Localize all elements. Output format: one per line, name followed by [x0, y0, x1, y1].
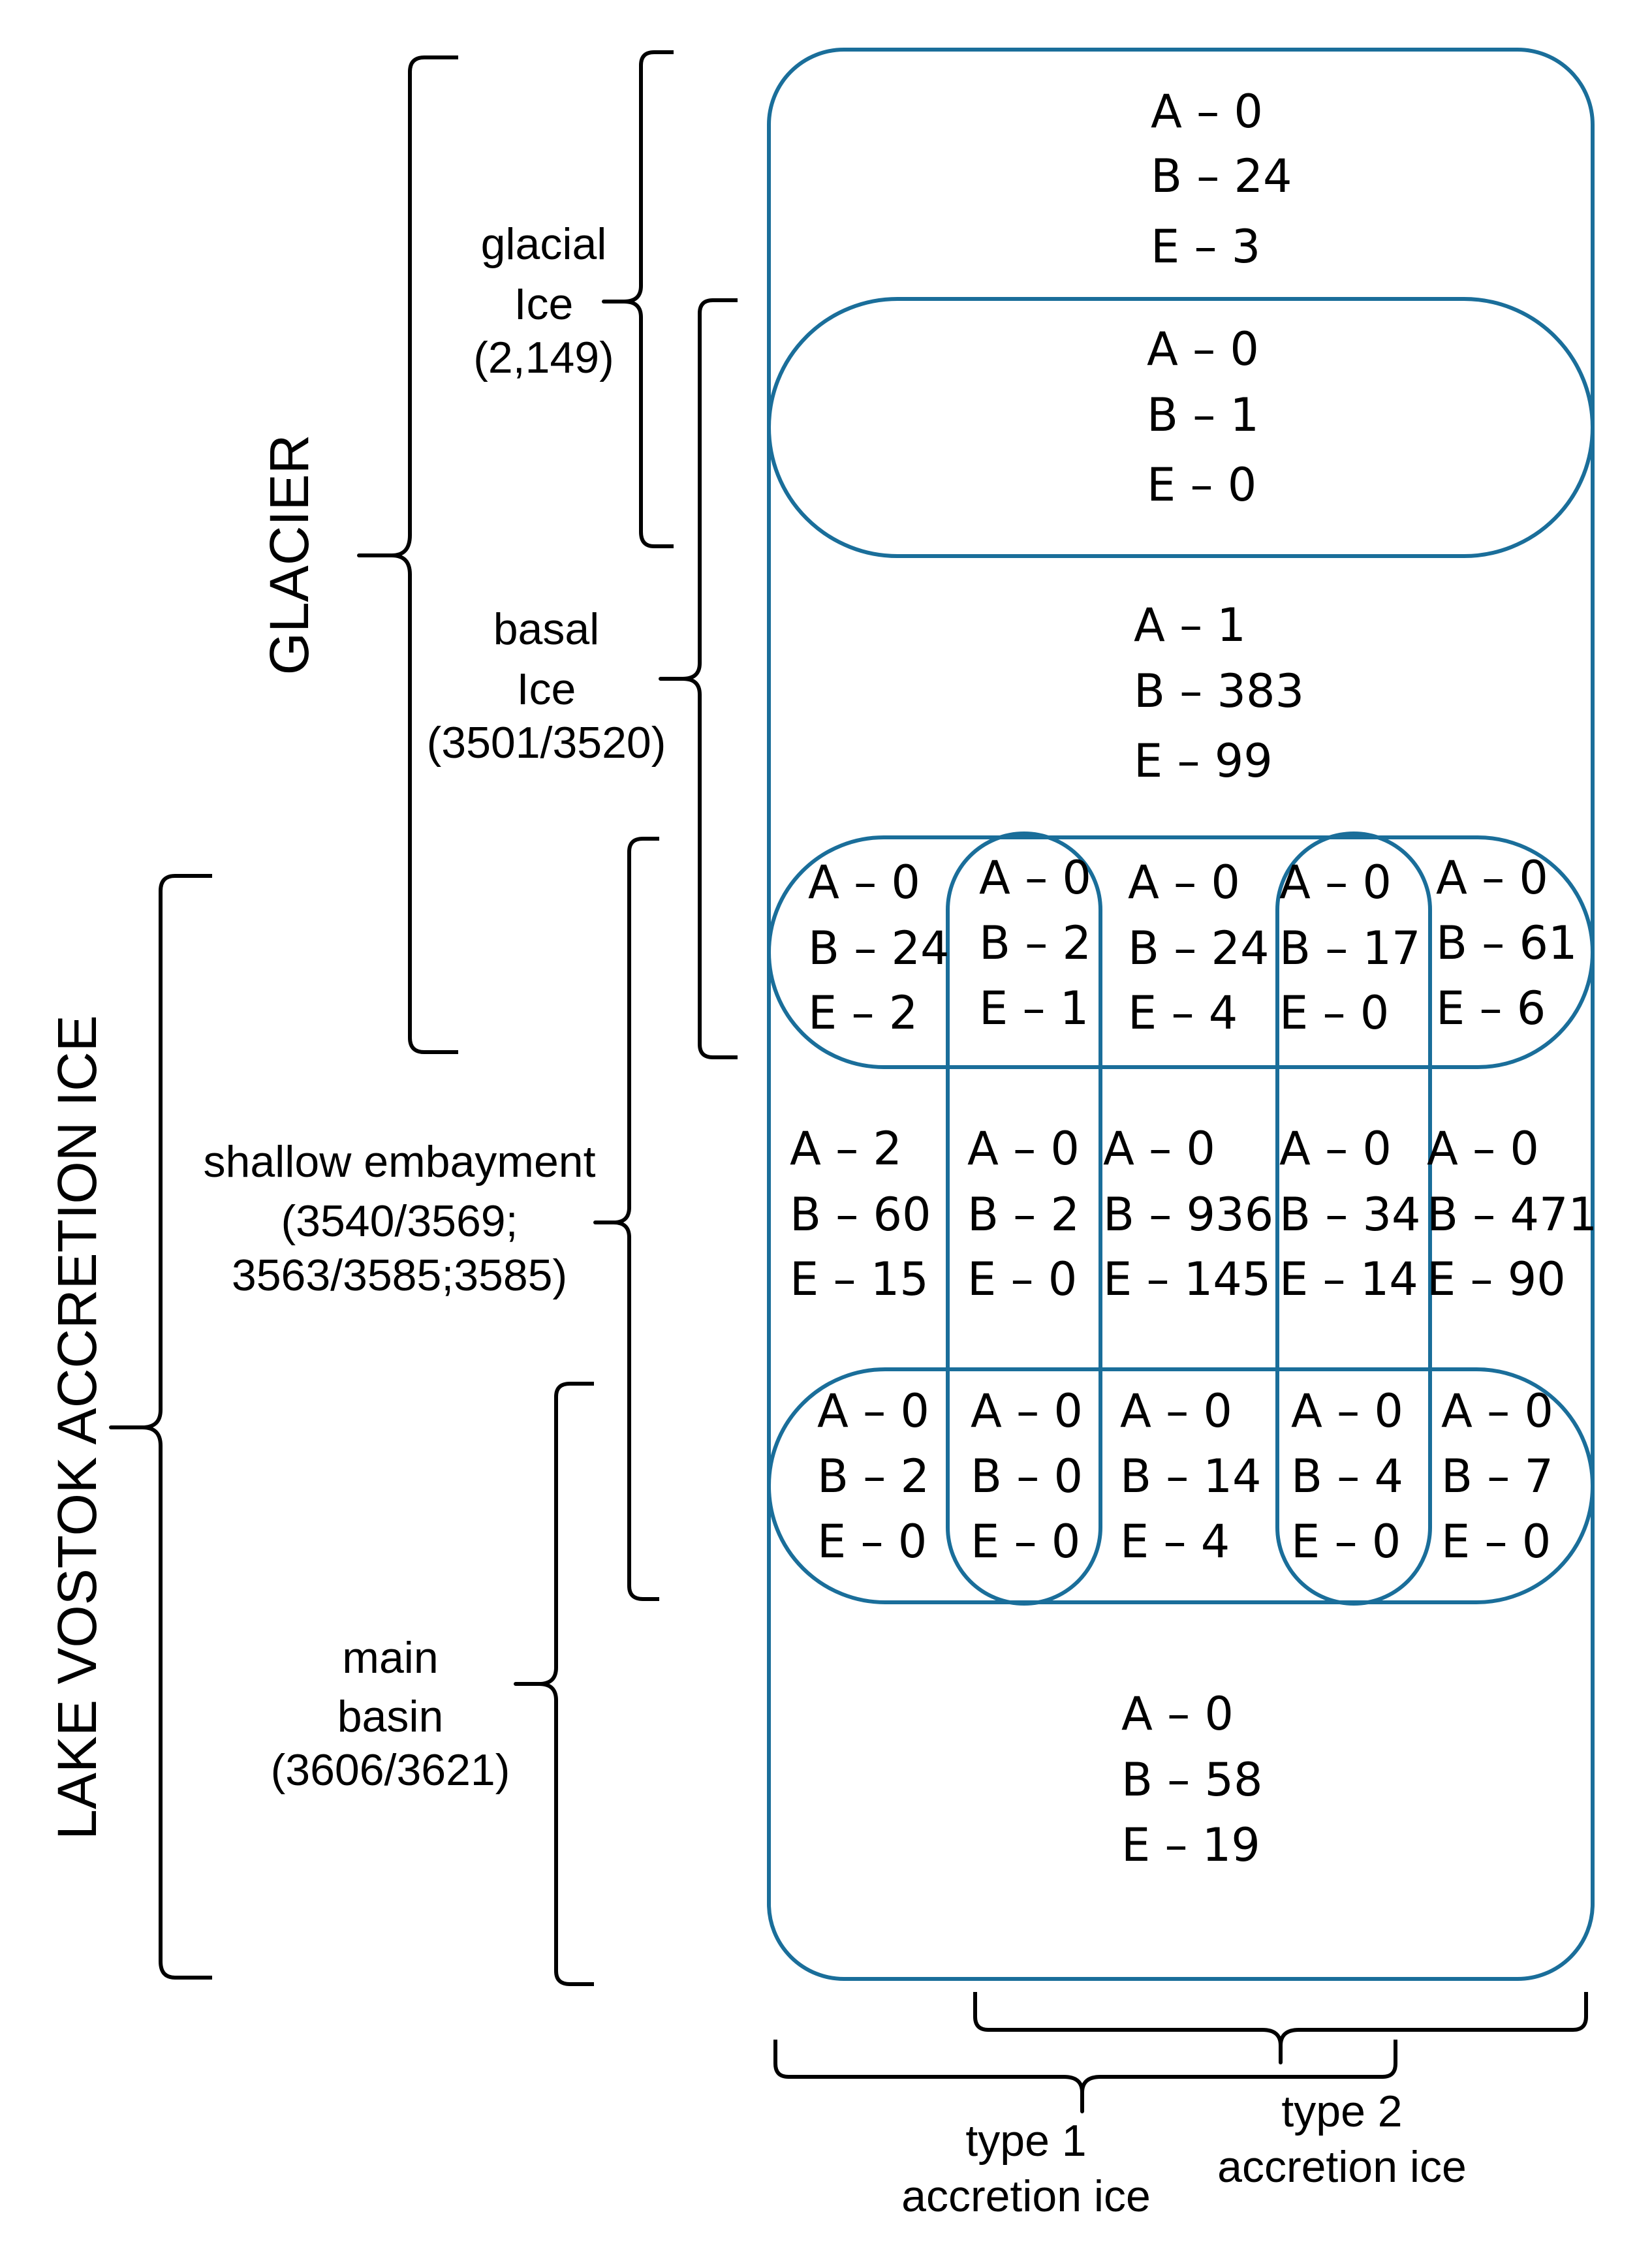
region-shallow-basal-band — [767, 835, 1595, 1069]
glacial-basal-count-e: E – 0 — [1147, 458, 1257, 512]
shallow-only-c5-b: B – 471 — [1427, 1188, 1598, 1241]
glacial-only-count-b: B – 24 — [1151, 149, 1292, 203]
basal-shallow-c2-b: B – 2 — [979, 916, 1092, 970]
glacier-label: GLACIER — [258, 434, 320, 676]
basal-only-count-e: E – 99 — [1134, 734, 1273, 788]
shallow-main-c3-b: B – 14 — [1120, 1450, 1262, 1503]
region-glacial-ice-boundary — [767, 297, 1595, 558]
shallow-only-c2-a: A – 0 — [967, 1122, 1080, 1175]
shallow-only-c1-a: A – 2 — [790, 1122, 902, 1175]
glacial-basal-count-b: B – 1 — [1147, 388, 1260, 442]
basal-shallow-c4-a: A – 0 — [1279, 856, 1392, 909]
glacial-ice-label-line3: (2,149) — [473, 333, 614, 382]
shallow-embayment-label-line3: 3563/3585;3585) — [231, 1251, 568, 1300]
main-only-count-e: E – 19 — [1121, 1818, 1260, 1872]
basal-shallow-c5-b: B – 61 — [1436, 916, 1578, 970]
glacial-only-count-a: A – 0 — [1151, 85, 1263, 138]
shallow-only-c4-b: B – 34 — [1279, 1188, 1421, 1241]
shallow-only-c4-a: A – 0 — [1279, 1122, 1392, 1175]
shallow-main-c5-b: B – 7 — [1441, 1450, 1554, 1503]
shallow-only-c1-b: B – 60 — [790, 1188, 931, 1241]
basal-ice-label-line3: (3501/3520) — [426, 718, 666, 768]
basal-shallow-c1-e: E – 2 — [808, 986, 918, 1040]
shallow-main-c4-a: A – 0 — [1291, 1384, 1403, 1438]
basal-shallow-c4-e: E – 0 — [1279, 986, 1390, 1040]
basal-shallow-c1-a: A – 0 — [808, 856, 920, 909]
shallow-only-c3-e: E – 145 — [1103, 1252, 1271, 1306]
shallow-main-c1-a: A – 0 — [817, 1384, 929, 1438]
main-only-count-a: A – 0 — [1121, 1687, 1234, 1741]
basal-ice-bracket — [659, 298, 738, 1059]
region-outer-boundary — [767, 48, 1595, 1981]
type2-bracket — [973, 1992, 1588, 2064]
basal-shallow-c5-e: E – 6 — [1436, 982, 1546, 1035]
shallow-main-c2-a: A – 0 — [971, 1384, 1083, 1438]
lake-vostok-bracket — [109, 874, 212, 1980]
basal-ice-label-line1: basal — [493, 604, 600, 654]
main-only-count-b: B – 58 — [1121, 1753, 1263, 1807]
basal-only-count-a: A – 1 — [1134, 599, 1246, 652]
glacial-ice-label-line1: glacial — [480, 219, 607, 269]
basal-shallow-c2-a: A – 0 — [979, 851, 1091, 905]
glacial-ice-bracket — [602, 50, 674, 548]
main-basin-bracket — [514, 1382, 594, 1986]
type1-bracket — [773, 2040, 1397, 2113]
main-basin-label-line2: basin — [337, 1692, 444, 1741]
basal-ice-label-line2: Ice — [516, 664, 576, 714]
glacial-only-count-e: E – 3 — [1151, 220, 1261, 273]
type1-label-line2: accretion ice — [901, 2171, 1151, 2221]
main-basin-label-line1: main — [342, 1633, 439, 1683]
shallow-only-c1-e: E – 15 — [790, 1252, 929, 1306]
shallow-only-c2-e: E – 0 — [967, 1252, 1078, 1306]
basal-shallow-c3-e: E – 4 — [1128, 986, 1238, 1040]
glacial-ice-label-line2: Ice — [514, 279, 574, 329]
basal-shallow-c3-b: B – 24 — [1128, 922, 1270, 975]
shallow-only-c2-b: B – 2 — [967, 1188, 1080, 1241]
type1-label-line1: type 1 — [965, 2116, 1087, 2166]
basal-shallow-c2-e: E – 1 — [979, 982, 1089, 1035]
basal-shallow-c1-b: B – 24 — [808, 922, 950, 975]
shallow-main-c5-e: E – 0 — [1441, 1515, 1551, 1568]
shallow-main-c4-b: B – 4 — [1291, 1450, 1404, 1503]
shallow-main-c3-e: E – 4 — [1120, 1515, 1230, 1568]
shallow-only-c5-a: A – 0 — [1427, 1122, 1539, 1175]
shallow-main-c4-e: E – 0 — [1291, 1515, 1401, 1568]
region-type2-column-right — [1275, 832, 1432, 1606]
shallow-only-c4-e: E – 14 — [1279, 1252, 1418, 1306]
basal-only-count-b: B – 383 — [1134, 664, 1305, 718]
shallow-main-c2-e: E – 0 — [971, 1515, 1081, 1568]
main-basin-label-line3: (3606/3621) — [270, 1745, 510, 1795]
shallow-only-c5-e: E – 90 — [1427, 1252, 1566, 1306]
lake-vostok-label: LAKE VOSTOK ACCRETION ICE — [46, 1015, 108, 1840]
shallow-only-c3-a: A – 0 — [1103, 1122, 1215, 1175]
shallow-main-c3-a: A – 0 — [1120, 1384, 1232, 1438]
shallow-main-c2-b: B – 0 — [971, 1450, 1083, 1503]
region-type1-column-left — [946, 832, 1102, 1606]
basal-shallow-c3-a: A – 0 — [1128, 856, 1240, 909]
shallow-main-c5-a: A – 0 — [1441, 1384, 1553, 1438]
shallow-embayment-label-line2: (3540/3569; — [281, 1196, 518, 1246]
shallow-embayment-bracket — [593, 837, 659, 1601]
shallow-main-c1-e: E – 0 — [817, 1515, 927, 1568]
basal-shallow-c5-a: A – 0 — [1436, 851, 1548, 905]
type2-label-line1: type 2 — [1281, 2087, 1403, 2136]
region-shallow-main-band — [767, 1367, 1595, 1604]
glacial-basal-count-a: A – 0 — [1147, 322, 1259, 376]
shallow-only-c3-b: B – 936 — [1103, 1188, 1274, 1241]
shallow-main-c1-b: B – 2 — [817, 1450, 930, 1503]
basal-shallow-c4-b: B – 17 — [1279, 922, 1421, 975]
type2-label-line2: accretion ice — [1217, 2142, 1467, 2192]
shallow-embayment-label-line1: shallow embayment — [203, 1137, 596, 1187]
glacier-bracket — [357, 55, 458, 1054]
